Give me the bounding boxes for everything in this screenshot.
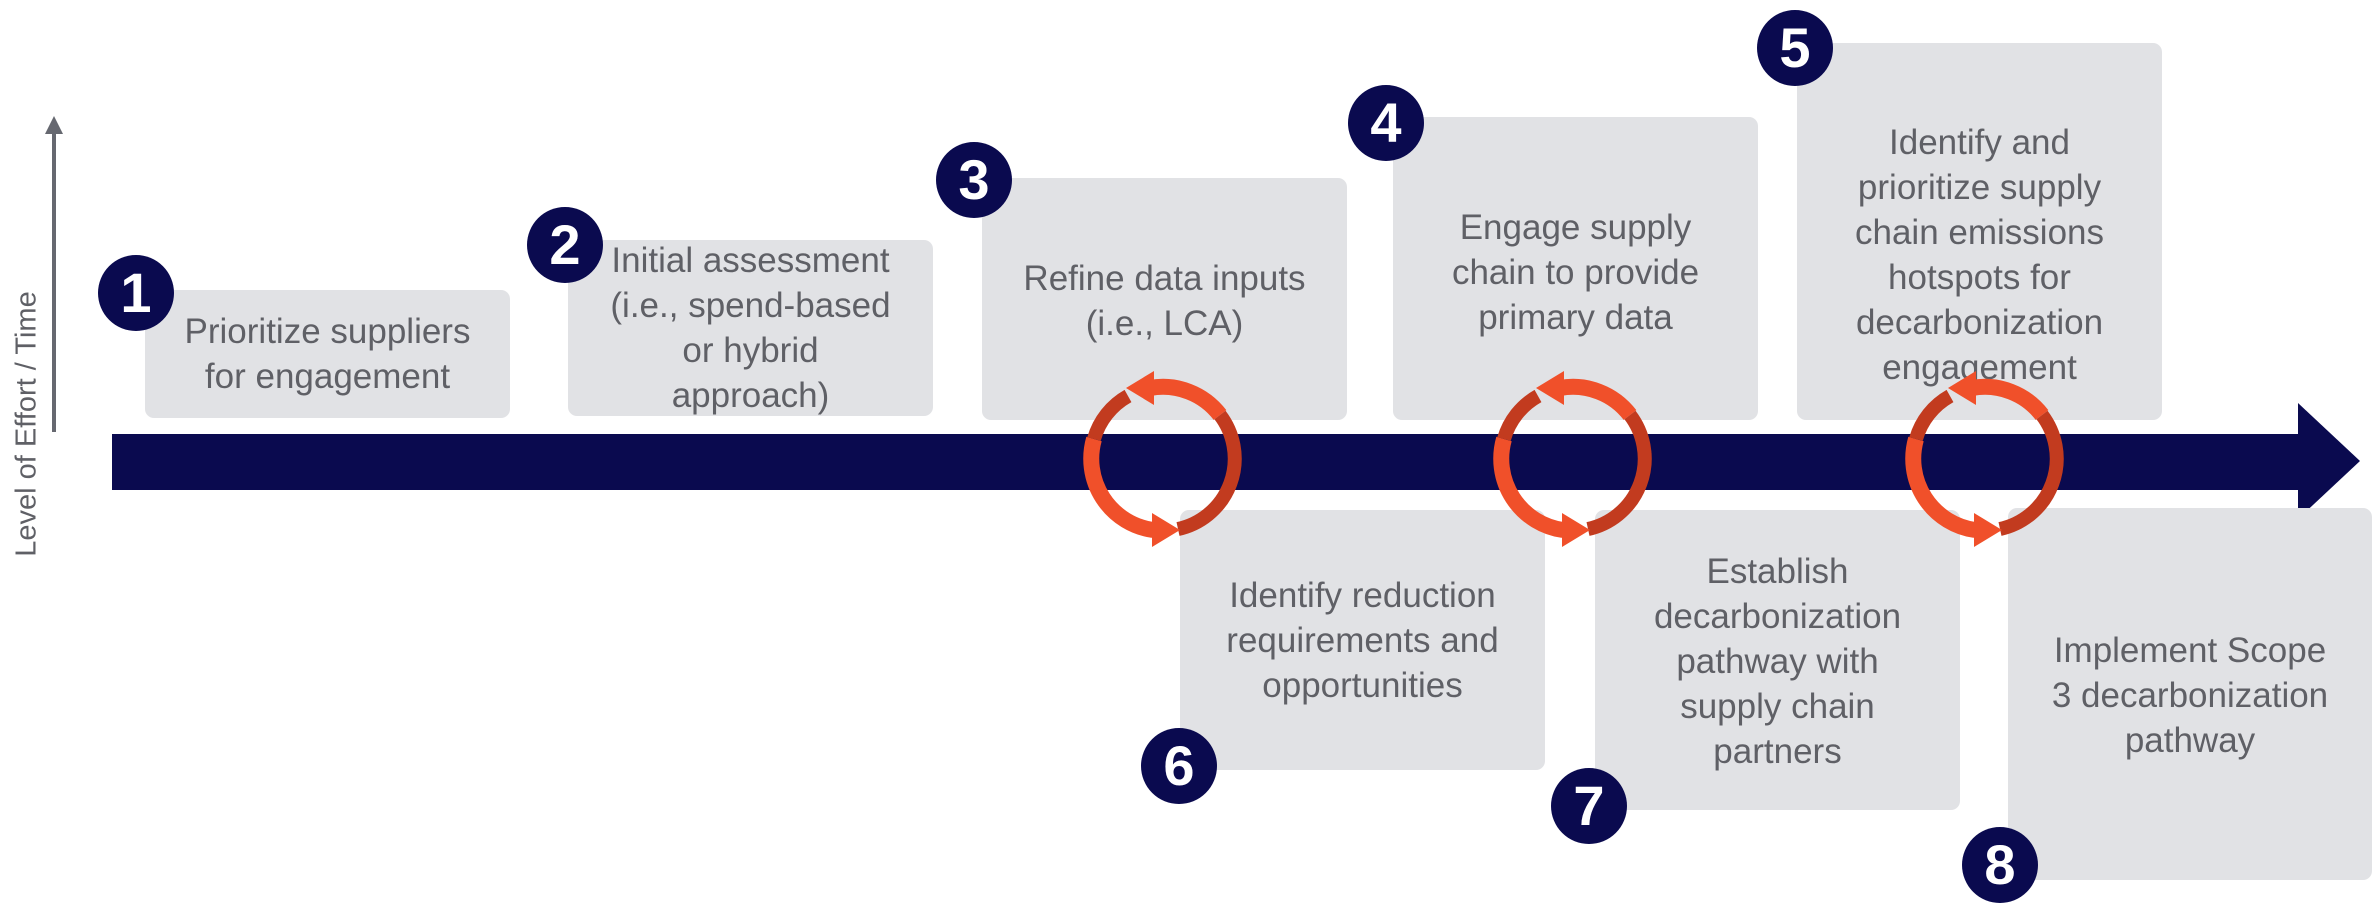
step-2-box: Initial assessment (i.e., spend-based or… (568, 240, 933, 416)
cycle-arrows-icon (1091, 371, 1234, 547)
step-6-text: Identify reduction requirements and oppo… (1226, 576, 1499, 705)
cycle-arrows-icon (1501, 371, 1644, 547)
step-4-text: Engage supply chain to provide primary d… (1451, 208, 1700, 337)
step-8-box: Implement Scope 3 decarbonization pathwa… (2008, 508, 2372, 880)
step-7-text: Establish decarbonization pathway with s… (1653, 552, 1902, 771)
step-7-box: Establish decarbonization pathway with s… (1595, 510, 1960, 810)
step-2-badge: 2 (527, 207, 603, 283)
step-8-text: Implement Scope 3 decarbonization pathwa… (2051, 631, 2329, 760)
step-4-badge: 4 (1348, 85, 1424, 161)
step-8-badge: 8 (1962, 827, 2038, 903)
step-3-box: Refine data inputs (i.e., LCA) (982, 178, 1347, 420)
timeline-arrow (112, 403, 2360, 519)
step-1-badge: 1 (98, 255, 174, 331)
step-4-box: Engage supply chain to provide primary d… (1393, 117, 1758, 420)
step-5-text: Identify and prioritize supply chain emi… (1855, 123, 2104, 387)
step-5-badge: 5 (1757, 10, 1833, 86)
step-1-box: Prioritize suppliers for engagement (145, 290, 510, 418)
step-7-badge: 7 (1551, 768, 1627, 844)
cycle-arrows-icon (1913, 371, 2056, 547)
axis-arrow-icon (45, 116, 63, 432)
step-3-badge: 3 (936, 142, 1012, 218)
step-6-badge: 6 (1141, 728, 1217, 804)
step-2-text: Initial assessment (i.e., spend-based or… (610, 241, 891, 415)
step-1-text: Prioritize suppliers for engagement (184, 312, 471, 396)
step-3-text: Refine data inputs (i.e., LCA) (1023, 259, 1306, 343)
step-5-box: Identify and prioritize supply chain emi… (1797, 43, 2162, 420)
step-6-box: Identify reduction requirements and oppo… (1180, 510, 1545, 770)
